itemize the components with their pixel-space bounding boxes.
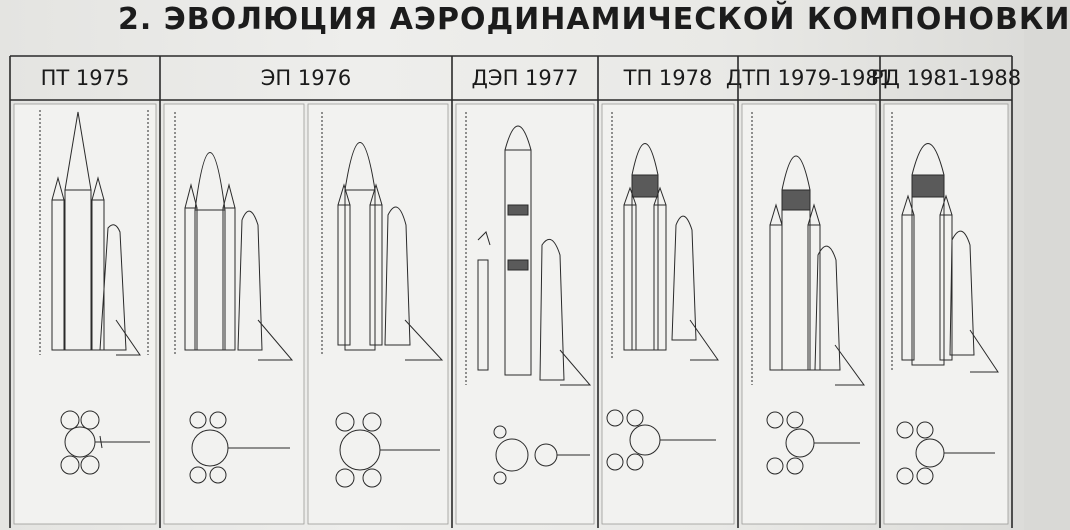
column-header-pt-1975: ПТ 1975 xyxy=(40,66,130,90)
table-frame xyxy=(9,55,1013,528)
column-header-row: ПТ 1975 ЭП 1976 ДЭП 1977 ТП 1978 ДТП 197… xyxy=(10,56,1022,100)
rear-view-pt-1975 xyxy=(60,410,150,475)
rear-view-rd-1981-1988 xyxy=(896,421,995,485)
rocket-drawing-pt-1975 xyxy=(39,110,149,356)
rear-view-drawings xyxy=(60,409,995,488)
column-header-tp-1978: ТП 1978 xyxy=(623,66,713,90)
drawing-sheet xyxy=(9,55,1013,528)
rocket-drawing-dtp-1979-1981 xyxy=(751,112,865,386)
rear-view-ep-1976-b xyxy=(335,412,440,488)
column-header-dep-1977: ДЭП 1977 xyxy=(471,66,579,90)
rear-view-dep-1977 xyxy=(493,425,590,485)
rear-view-tp-1978 xyxy=(606,409,716,471)
rocket-drawing-ep-1976-a xyxy=(174,112,294,361)
column-header-dtp-1979-1981: ДТП 1979-1981 xyxy=(725,66,893,90)
drawing-panels xyxy=(13,103,1009,525)
rocket-drawing-rd-1981-1988 xyxy=(891,112,999,373)
column-header-rd-1981-1988: РД 1981-1988 xyxy=(870,66,1022,90)
rocket-drawing-ep-1976-b xyxy=(321,112,444,361)
poster-title: 2. ЭВОЛЮЦИЯ АЭРОДИНАМИЧЕСКОЙ КОМПОНОВКИ xyxy=(118,2,1070,37)
rocket-drawing-tp-1978 xyxy=(611,112,719,361)
rear-view-dtp-1979-1981 xyxy=(766,411,860,475)
rocket-drawing-dep-1977 xyxy=(465,112,592,386)
rear-view-ep-1976-a xyxy=(189,411,290,484)
column-header-ep-1976: ЭП 1976 xyxy=(260,66,352,90)
